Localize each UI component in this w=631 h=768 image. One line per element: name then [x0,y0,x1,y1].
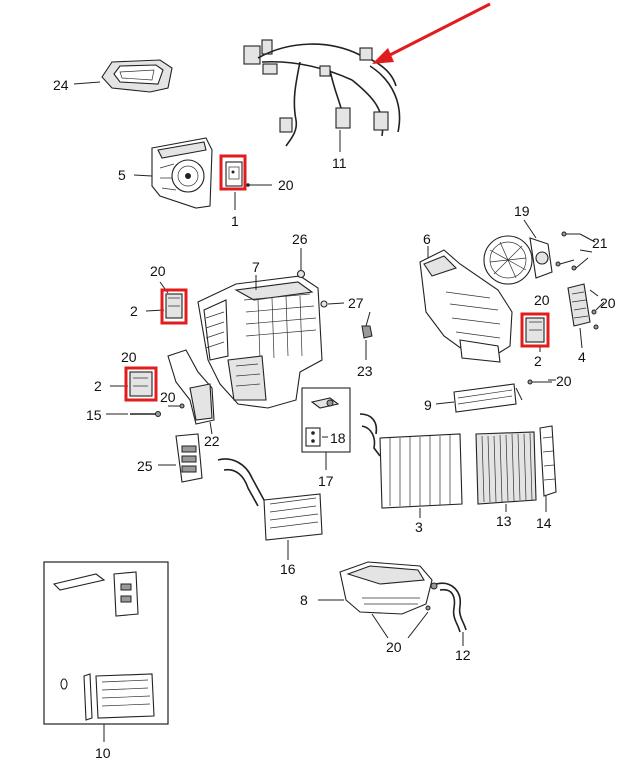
part-1-module [225,161,272,210]
part-3-evaporator [359,413,463,518]
label-20-mid-left: 20 [160,389,176,405]
part-27-screw [320,300,345,308]
label-21: 21 [592,235,608,251]
label-23: 23 [357,363,373,379]
label-18: 18 [330,430,346,446]
label-7: 7 [252,259,260,275]
part-24-seal [101,59,173,93]
label-2-left-lower: 2 [94,378,102,394]
label-2-left-upper: 2 [130,303,138,319]
part-5-blower-housing [133,137,213,209]
part-17-sensor-kit [301,387,351,470]
part-13-cabin-filter [475,431,537,512]
label-5: 5 [118,167,126,183]
part-6-blower-scroll [419,246,513,363]
label-10: 10 [95,745,111,761]
label-17: 17 [318,473,334,489]
label-25: 25 [137,458,153,474]
callout-arrow [372,2,491,64]
part-20-screws-bottom [371,605,431,639]
part-26-fastener [296,248,306,279]
part-23-clip [361,325,373,360]
part-21-screws [555,231,593,271]
label-19: 19 [514,203,530,219]
part-12-drain-hose [430,582,467,646]
label-20-left-lower: 20 [121,349,137,365]
highlight-box-part-2-a [160,288,188,325]
label-20-top: 20 [278,177,294,193]
label-8: 8 [300,592,308,608]
label-11: 11 [332,155,347,171]
part-25-control-panel [158,433,203,483]
label-24: 24 [53,77,69,93]
part-22-bracket [167,349,215,435]
highlight-box-part-2-c [520,312,550,348]
highlight-box-part-1 [219,154,247,191]
label-16: 16 [280,561,296,577]
label-27: 27 [348,295,364,311]
label-4: 4 [578,349,586,365]
part-20-screws-right [527,289,605,385]
label-1: 1 [231,213,239,229]
label-2-right: 2 [534,353,542,369]
part-16-heater-core [217,458,323,560]
label-20-left-upper: 20 [150,263,166,279]
part-8-lower-housing [318,561,433,615]
label-6: 6 [423,231,431,247]
leader-lines [73,81,596,381]
label-12: 12 [455,647,471,663]
part-14-panel [539,425,557,512]
label-20-right-upper: 20 [534,292,550,308]
part-15-screw [106,411,161,417]
part-20-screw-left [168,403,185,409]
label-3: 3 [415,519,423,535]
label-15: 15 [86,407,102,423]
highlight-box-part-2-b [124,366,158,402]
label-14: 14 [536,515,552,531]
part-11-wiring-harness [243,39,401,152]
part-number-labels: 24 11 5 20 1 26 7 20 2 27 23 20 2 20 15 … [53,77,616,761]
label-26: 26 [292,231,308,247]
label-13: 13 [496,513,512,529]
part-10-kit-box [43,561,169,742]
part-2-actuator-a [145,281,183,319]
label-9: 9 [424,397,432,413]
part-7-hvac-housing [197,275,323,409]
label-20-right-mid: 20 [556,373,572,389]
part-2-actuator-b [110,371,153,397]
part-9-frame [435,383,523,413]
label-20-far-right: 20 [600,295,616,311]
label-20-bottom: 20 [386,639,402,655]
part-4-resistor [567,283,591,349]
part-19-blower-motor [483,219,553,285]
label-22: 22 [204,433,220,449]
